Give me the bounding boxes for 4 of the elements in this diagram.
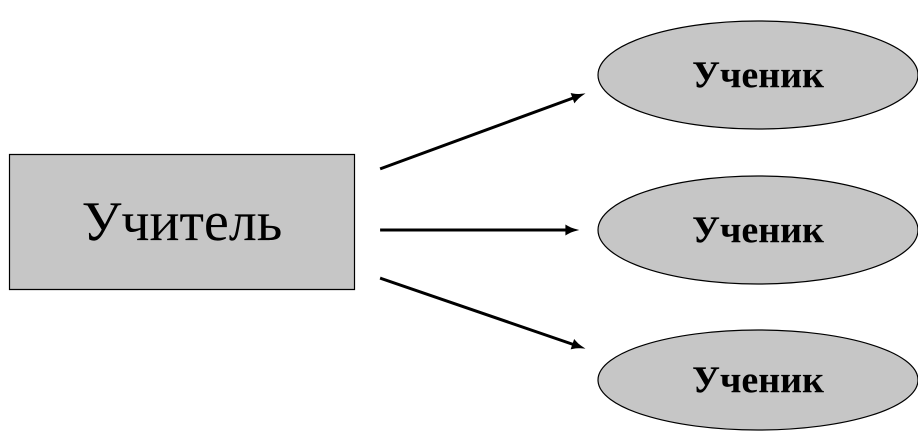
ellipse-node: Ученик bbox=[597, 20, 918, 130]
ellipse-node: Ученик bbox=[597, 329, 918, 431]
ellipse-node: Ученик bbox=[597, 175, 918, 285]
process-box: Учитель bbox=[8, 154, 356, 290]
